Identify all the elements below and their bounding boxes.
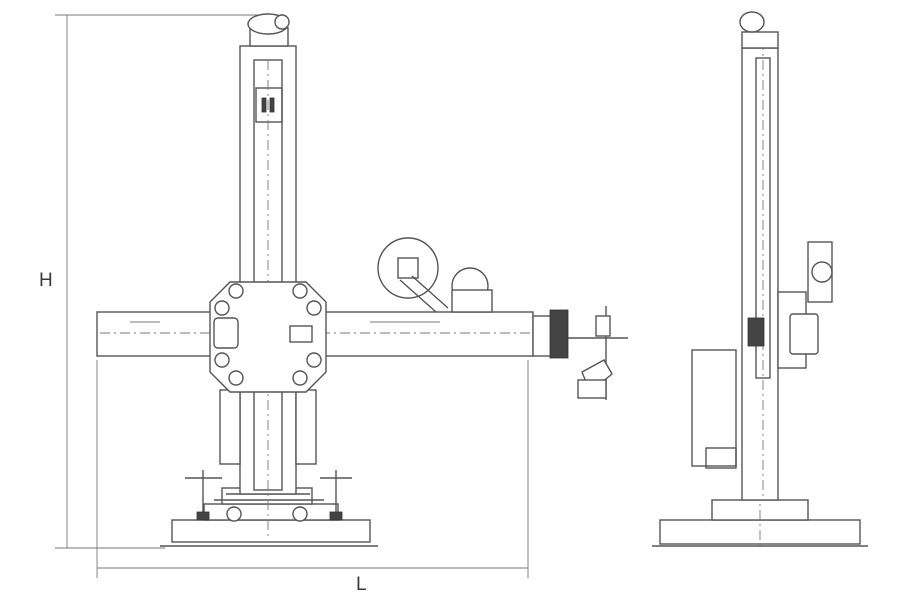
side-base — [652, 490, 868, 550]
side-view — [652, 11, 868, 550]
front-view — [55, 13, 628, 578]
front-base — [160, 487, 378, 547]
carriage-plate — [209, 281, 327, 393]
height-label: H — [39, 270, 53, 291]
height-dimension — [55, 14, 265, 549]
front-arm — [96, 311, 560, 357]
side-carriage — [747, 241, 833, 369]
leveling-jacks — [185, 470, 352, 522]
length-dimension — [96, 360, 529, 578]
front-column — [219, 13, 317, 540]
side-column — [739, 11, 779, 501]
side-cabinet — [691, 349, 737, 469]
wire-feeder — [377, 237, 493, 313]
torch-head — [532, 306, 628, 400]
length-label: L — [356, 574, 367, 595]
